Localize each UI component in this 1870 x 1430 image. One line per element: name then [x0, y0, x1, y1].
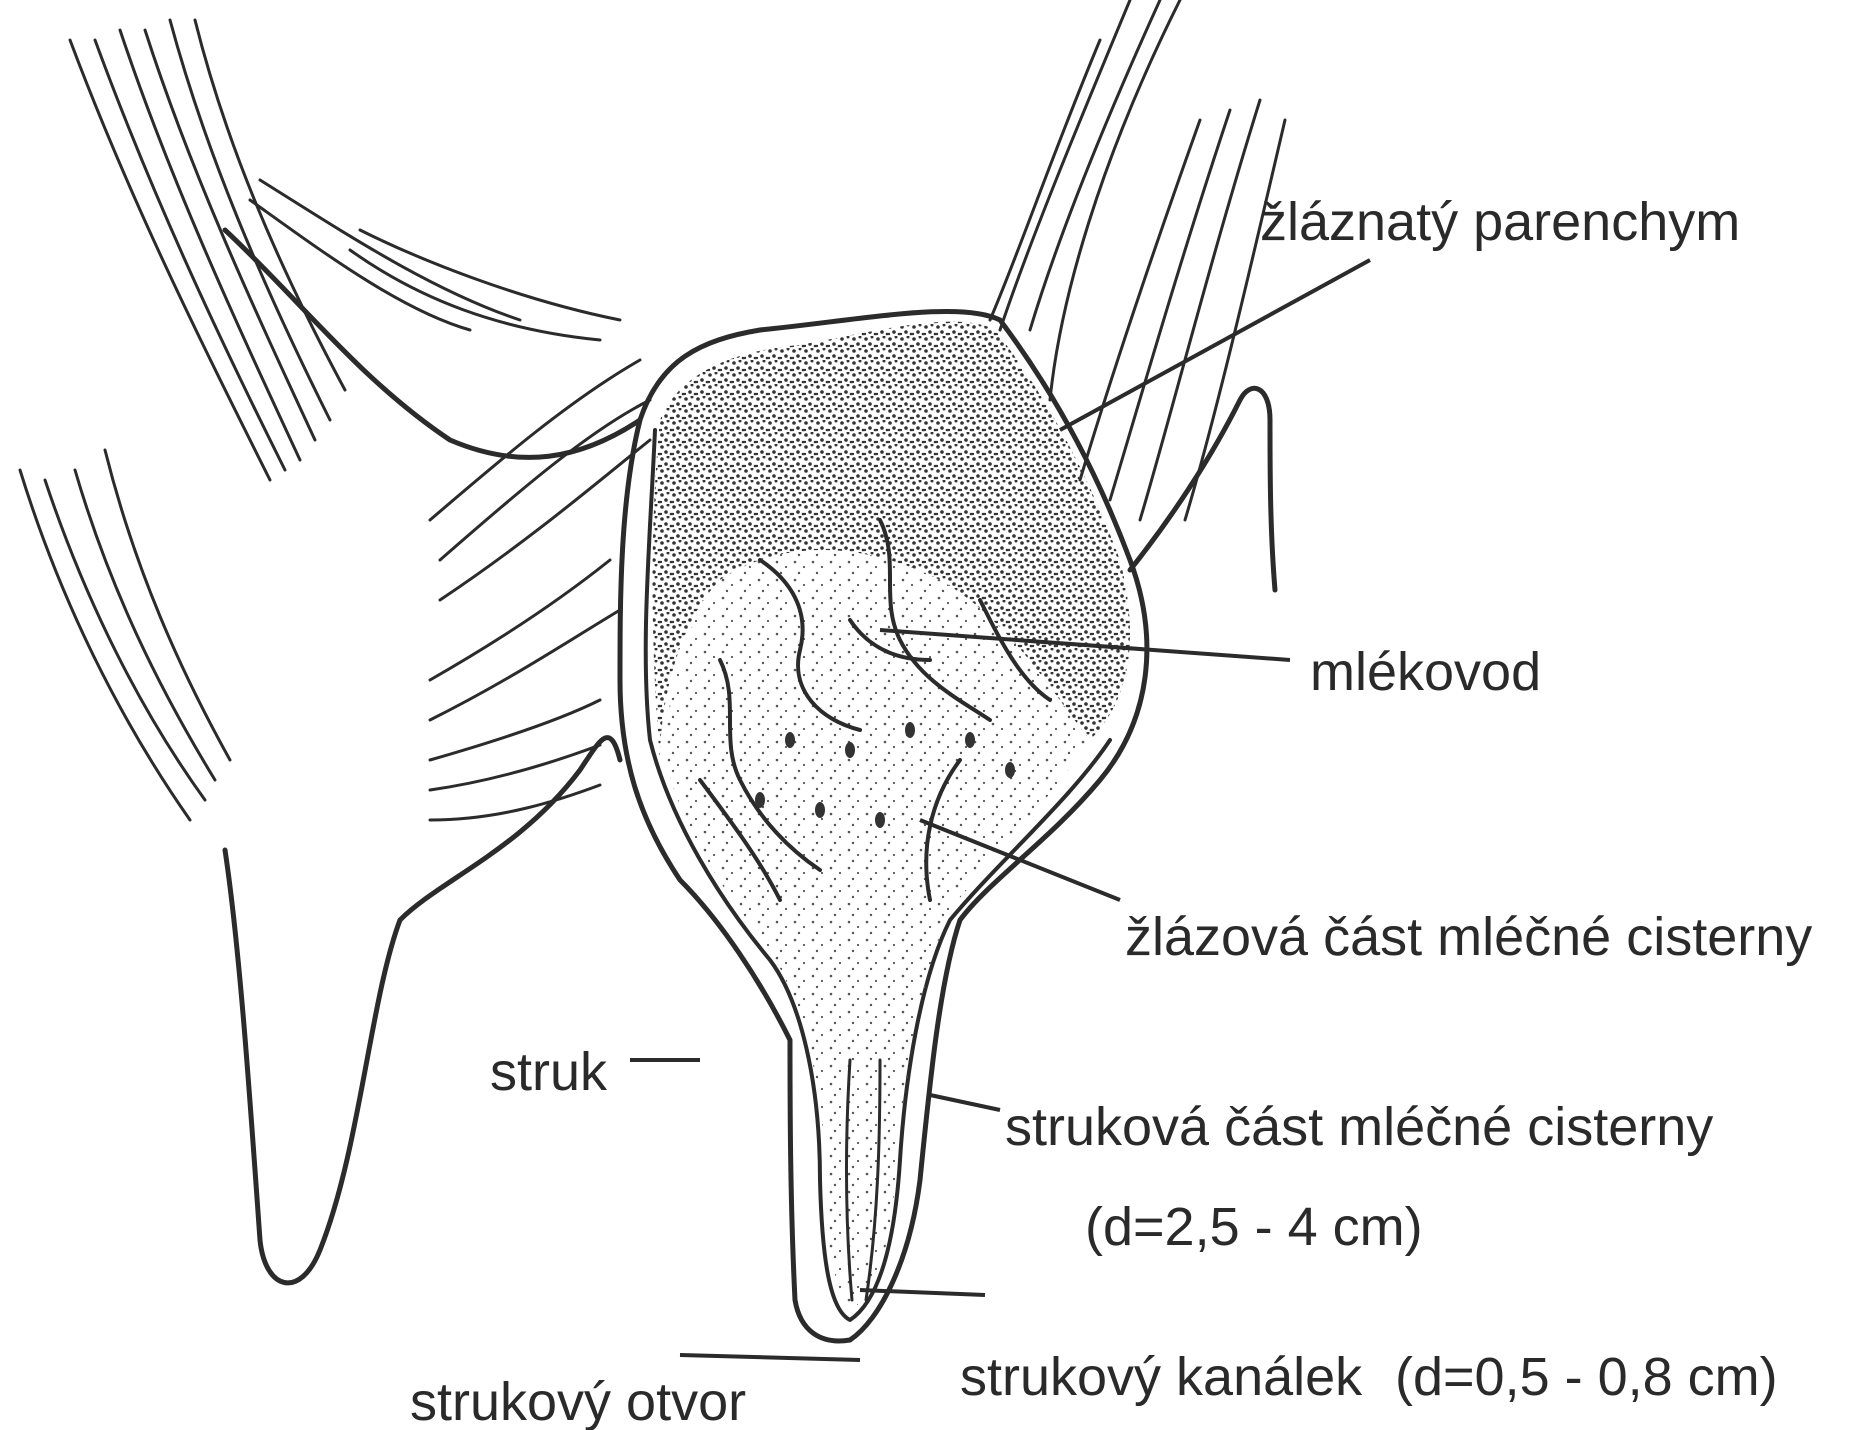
label-teat-opening: strukový otvor [410, 1372, 746, 1430]
label-teat-cistern: struková část mléčné cisterny [1005, 1097, 1713, 1157]
left-teat-outline [225, 230, 640, 1283]
label-teat-canal-size: (d=0,5 - 0,8 cm) [1395, 1347, 1778, 1407]
label-gland-cistern: žlázová část mléčné cisterny [1125, 907, 1812, 967]
label-parenchyma: žláznatý parenchym [1260, 192, 1740, 252]
right-skin-outline [1130, 388, 1275, 590]
label-teat-canal: strukový kanálek [960, 1347, 1363, 1407]
left-tissue-fibers [20, 20, 345, 820]
label-teat-cistern-size: (d=2,5 - 4 cm) [1085, 1197, 1423, 1257]
label-teat: struk [490, 1042, 608, 1102]
label-milk-duct: mlékovod [1310, 642, 1541, 702]
